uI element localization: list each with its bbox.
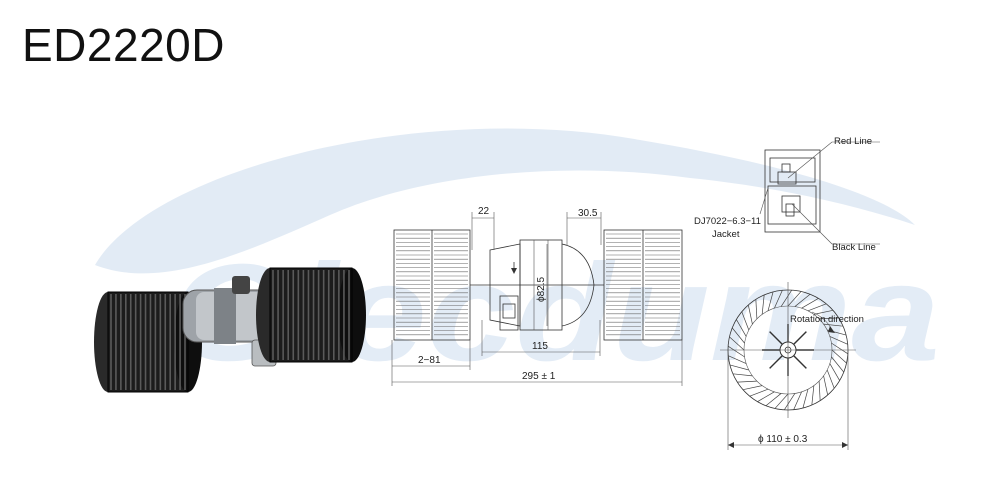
wheel-blade (729, 336, 745, 351)
label-black-line: Black Line (832, 242, 876, 253)
wheel-blade (783, 393, 796, 411)
watermark-swoosh (95, 128, 915, 274)
wheel-blade (727, 345, 745, 358)
label-part-number: DJ7022−6.3−11 (694, 216, 761, 227)
wheel-blade (829, 336, 848, 345)
photo-blower-wheel-left (94, 291, 202, 393)
wheel-blade (736, 319, 747, 337)
product-photo (94, 267, 366, 393)
dimension-22: 22 (471, 206, 495, 250)
label-jacket: Jacket (712, 229, 740, 240)
wheel-blade (818, 381, 821, 401)
side-view-drawing: 22 30.5 ϕ82.5 115 2−81 (391, 206, 683, 386)
dimension-label-phi-110: ϕ 110 ± 0.3 (758, 434, 808, 445)
right-wheel-fins (603, 229, 683, 341)
dimension-label-115: 115 (532, 341, 548, 352)
wheel-blade (741, 311, 750, 331)
wheel-blade (757, 391, 775, 402)
wheel-blade (755, 299, 758, 319)
motor-body (489, 239, 595, 331)
wheel-blade (819, 317, 839, 320)
label-red-line: Red Line (834, 136, 872, 147)
dimension-30-5: 30.5 (566, 208, 602, 245)
wheel-blade (813, 309, 834, 315)
dimension-295: 295 ± 1 (392, 340, 683, 386)
wheel-blade (749, 388, 769, 397)
wheel-blade (767, 291, 774, 311)
wheel-blade (774, 393, 789, 409)
dimension-label-30-5: 30.5 (578, 208, 598, 219)
wheel-blade (807, 303, 827, 312)
wheel-blade (774, 290, 783, 309)
wheel-blade (831, 342, 849, 355)
dimension-label-22: 22 (478, 206, 490, 217)
wheel-blade (787, 291, 802, 307)
wheel-blade (765, 393, 782, 407)
wheel-blade (826, 369, 835, 389)
wheel-blade (802, 389, 809, 409)
wheel-blade (794, 293, 811, 307)
page-title: ED2220D (22, 19, 225, 71)
wheel-blade (780, 289, 793, 307)
wheel-blade (831, 349, 847, 364)
connector-detail: Red Line Black Line DJ7022−6.3−11 Jacket (694, 136, 880, 253)
photo-motor (182, 276, 279, 367)
dimension-phi-82-5: ϕ82.5 (536, 244, 548, 326)
dimension-label-2-81: 2−81 (418, 355, 441, 366)
wheel-blade (823, 323, 844, 327)
dimension-2-81: 2−81 (391, 340, 471, 386)
wheel-blade (728, 355, 747, 364)
wheel-blade (831, 356, 845, 373)
wheel-blade (732, 373, 753, 377)
dimension-label-295: 295 ± 1 (522, 371, 556, 382)
dimension-115: 115 (481, 320, 601, 356)
wheel-blade (737, 380, 757, 383)
watermark: Glecduma (95, 128, 940, 390)
label-rotation-direction: Rotation direction (790, 314, 864, 325)
wheel-front-view: Rotation direction ϕ 110 ± 0.3 (720, 282, 864, 450)
photo-blower-wheel-right (256, 267, 366, 363)
wheel-blade (823, 375, 829, 396)
wheel-blade (811, 385, 815, 406)
wheel-blade (731, 327, 745, 344)
wheel-blade (793, 391, 802, 410)
wheel-blade (761, 294, 765, 315)
wheel-blade (729, 364, 749, 371)
wheel-blade (801, 298, 819, 309)
wheel-blade (742, 385, 763, 391)
dimension-label-phi-82-5: ϕ82.5 (536, 276, 547, 302)
wheel-blade (829, 363, 840, 381)
wheel-blade (747, 304, 753, 325)
